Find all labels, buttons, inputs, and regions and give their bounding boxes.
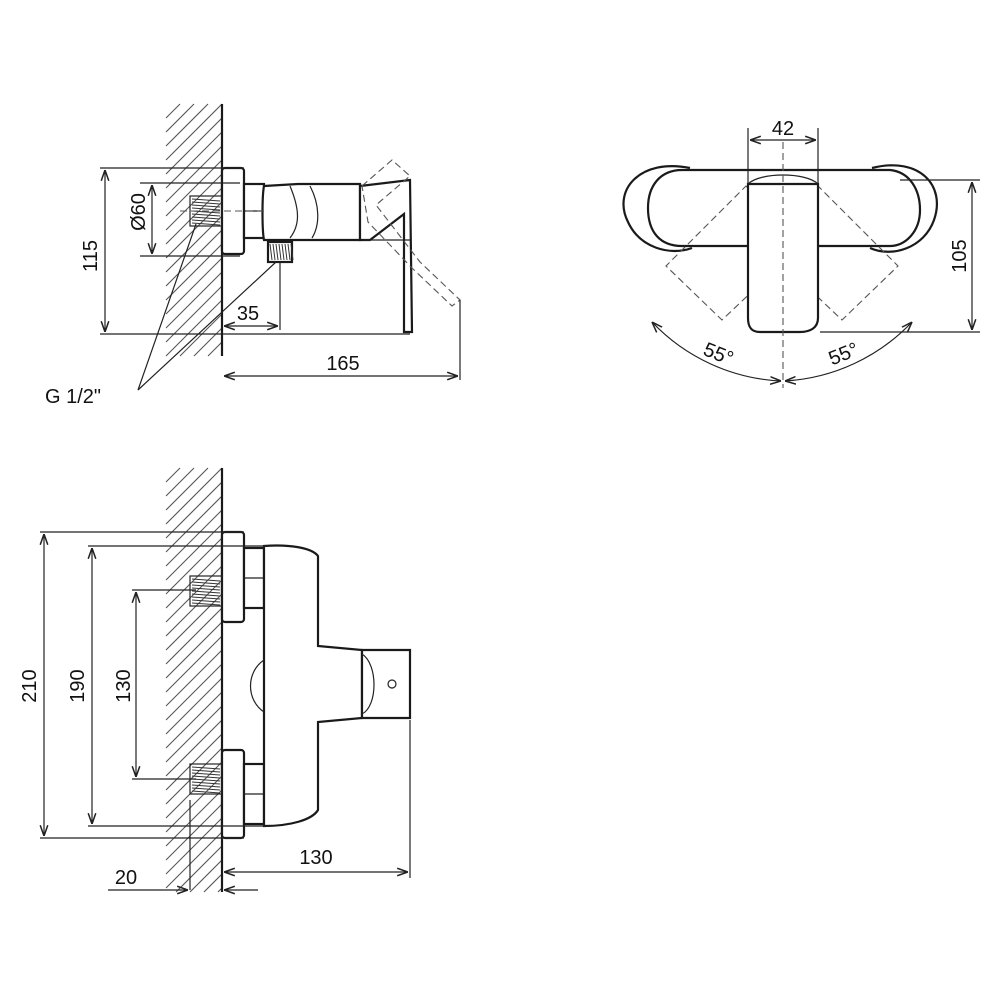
dim-210: 210: [19, 669, 41, 702]
mixer-body: [261, 182, 362, 242]
wall-hatching-side: [165, 103, 223, 357]
angle-left-55: 55°: [700, 339, 736, 371]
dim-130-spacing: 130: [113, 669, 135, 702]
lever-screw: [387, 679, 397, 689]
lever-handle: [358, 178, 414, 334]
dim-190: 190: [67, 669, 89, 702]
dim-165: 165: [326, 353, 359, 375]
dim-105: 105: [949, 239, 971, 272]
handle-alt-left: [665, 185, 801, 321]
angle-right-55: 55°: [826, 339, 862, 371]
front-view: 210 190 130 20 130: [19, 467, 412, 893]
dim-42: 42: [772, 118, 794, 140]
angle-arc-left: [652, 322, 781, 381]
lever-alt-position: [361, 159, 461, 307]
thread-size-label: G 1/2": [45, 386, 101, 408]
angle-arc-right: [785, 322, 912, 381]
inlet-thread: [189, 195, 223, 227]
dim-diameter-60: Ø60: [128, 193, 150, 231]
mixer-body-front: [262, 544, 364, 828]
wall-hatching-front: [165, 467, 223, 893]
dim-115: 115: [80, 240, 102, 272]
top-view: 42 105 55° 55°: [622, 118, 980, 388]
dim-130-width: 130: [299, 847, 332, 869]
upper-inlet-thread: [189, 575, 223, 607]
handle-alt-right: [763, 185, 899, 321]
lower-flange: [220, 748, 246, 840]
dim-35: 35: [237, 303, 259, 325]
left-flange-top: [622, 165, 693, 252]
dim-20: 20: [115, 867, 137, 889]
inlet-thread-lines: [191, 198, 221, 226]
side-view: 115 Ø60 35 165 G 1/2": [45, 103, 461, 408]
right-flange-top: [869, 164, 939, 253]
lever-stub-front: [360, 648, 412, 720]
